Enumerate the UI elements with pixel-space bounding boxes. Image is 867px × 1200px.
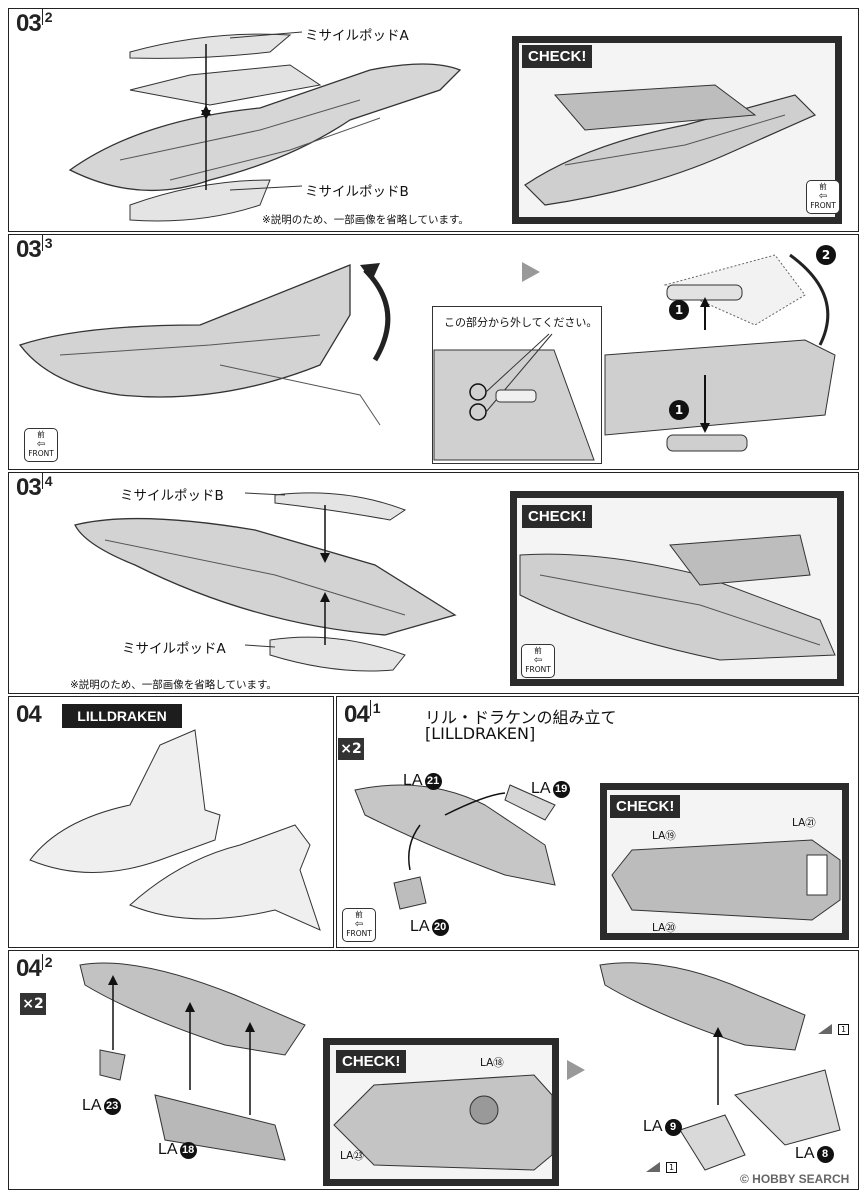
step-04-1-panel [336,696,859,948]
omission-note: ※説明のため、一部画像を省略しています。 [70,679,277,691]
next-arrow-icon [567,1060,585,1080]
missile-pod-b-label: ミサイルポッドB [120,488,224,504]
step-marker-1: 1 [669,300,689,320]
detail-illustration [433,333,595,461]
hobby-search-watermark: © HOBBY SEARCH [740,1172,850,1186]
leader-lines-03-2 [229,31,303,191]
jet-illustration-03-3-after [604,253,836,452]
check-label: CHECK! [522,45,593,68]
check-la21-label: LA㉑ [792,817,816,829]
step-marker-1: 1 [669,400,689,420]
check-illustration-03-2 [524,84,817,206]
hull-illustration-04-2-after [599,962,841,1171]
quantity-x2-badge: ×2 [338,738,364,760]
step-03-4-panel [8,472,859,694]
front-direction-icon: 前⇦FRONT [24,428,58,462]
step-03-3-panel [8,234,859,470]
next-arrow-icon [522,262,540,282]
lilldraken-illustration [29,729,321,931]
omission-note: ※説明のため、一部画像を省略しています。 [262,214,469,226]
check-label: CHECK! [336,1050,407,1073]
jet-illustration-03-4 [74,492,457,672]
missile-pod-b-label: ミサイルポッドB [305,184,409,200]
lilldraken-parts-illustration [354,784,556,886]
cutter-icon [646,1162,660,1172]
jet-illustration-03-3 [18,263,391,426]
check-illustration-03-4 [519,534,836,661]
check-la20-label: LA⑳ [652,922,676,934]
lilldraken-assembly-title-jp: リル・ドラケンの組み立て [425,708,617,727]
callout-remove-here-text: この部分から外してください。 [444,316,598,329]
step-03-2-panel [8,8,859,232]
check-illustration-04-2 [333,1074,553,1171]
front-direction-icon: 前⇦FRONT [342,908,376,942]
missile-pod-a-label: ミサイルポッドA [122,641,226,657]
front-direction-icon: 前⇦FRONT [806,180,840,214]
quantity-x2-badge: ×2 [20,993,46,1015]
missile-pod-a-label: ミサイルポッドA [305,28,409,44]
check-la19-label: LA⑲ [652,830,676,842]
check-label: CHECK! [610,795,681,818]
cut-count-badge: 1 [838,1024,849,1035]
cut-count-badge: 1 [666,1162,677,1173]
step-marker-2: 2 [816,245,836,265]
part-la20-shape [393,876,427,910]
check-la23-label: LA㉓ [340,1150,364,1162]
step-04-number: 04 [12,700,48,729]
check-label: CHECK! [522,505,593,528]
check-illustration-04-1 [611,839,841,921]
front-direction-icon: 前⇦FRONT [521,644,555,678]
jet-illustration-03-2 [68,33,462,222]
lilldraken-assembly-title-en: [LILLDRAKEN] [425,724,536,743]
step-04-panel [8,696,334,948]
step-04-2-panel [8,950,859,1190]
lilldraken-title-badge: LILLDRAKEN [62,704,182,728]
cutter-icon [818,1024,832,1034]
check-la18-label: LA⑱ [480,1057,504,1069]
